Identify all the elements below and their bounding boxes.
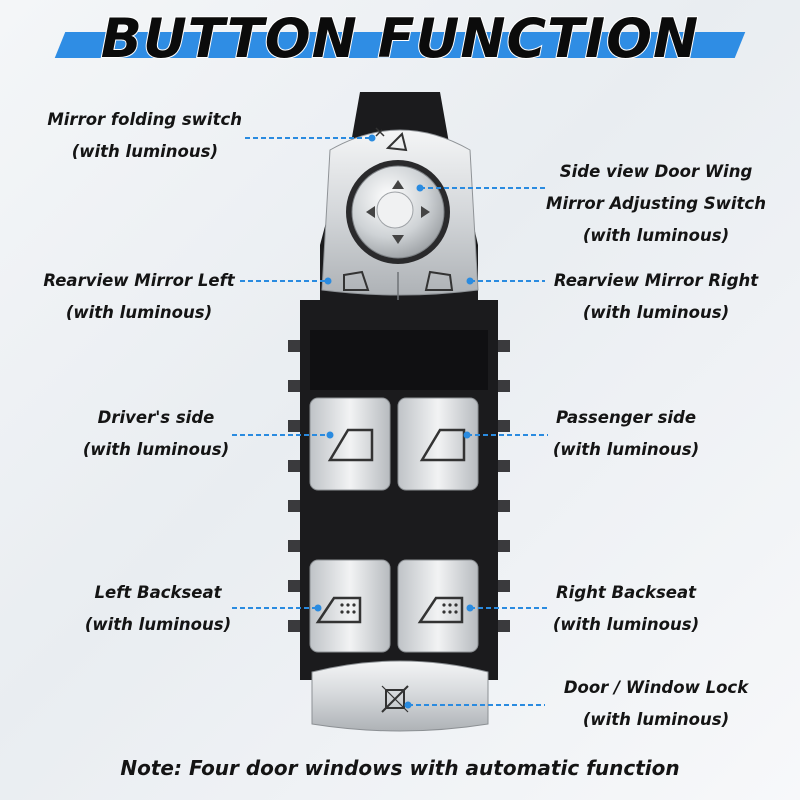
window-icon [315, 596, 362, 624]
label-mirror-folding: Mirror folding switch (with luminous) [20, 104, 242, 168]
footnote: Note: Four door windows with automatic f… [120, 756, 680, 780]
window-icon [419, 428, 466, 462]
label-line: Right Backseat [555, 583, 697, 602]
mirror-fold-icon[interactable] [375, 127, 408, 152]
label-mirror-right: Rearview Mirror Right (with luminous) [541, 265, 771, 329]
label-line: Rearview Mirror Left [43, 271, 235, 290]
mirror-left-icon[interactable] [343, 270, 370, 291]
window-icon [327, 428, 374, 462]
left-backseat-window-button[interactable] [309, 559, 391, 653]
label-right-backseat: Right Backseat (with luminous) [531, 577, 721, 641]
label-side-view: Side view Door Wing Mirror Adjusting Swi… [536, 156, 776, 252]
label-line: Driver's side [97, 408, 215, 427]
label-line: Passenger side [555, 408, 697, 427]
door-window-lock-button[interactable] [311, 660, 489, 732]
label-lock: Door / Window Lock (with luminous) [541, 672, 771, 736]
child-lock-icon [381, 685, 409, 713]
label-line: (with luminous) [582, 303, 730, 322]
label-line: Mirror Adjusting Switch [546, 194, 766, 213]
label-line: Left Backseat [94, 583, 222, 602]
label-mirror-left: Rearview Mirror Left (with luminous) [28, 265, 250, 329]
label-driver: Driver's side (with luminous) [56, 402, 256, 466]
label-line: Mirror folding switch [47, 110, 242, 129]
label-line: (with luminous) [65, 303, 213, 322]
label-line: Side view Door Wing [559, 162, 753, 181]
label-line: Rearview Mirror Right [553, 271, 759, 290]
label-line: (with luminous) [582, 710, 730, 729]
label-line: (with luminous) [552, 615, 700, 634]
right-backseat-window-button[interactable] [397, 559, 479, 653]
page-title: BUTTON FUNCTION [100, 7, 700, 71]
label-line: Door / Window Lock [563, 678, 749, 697]
label-left-backseat: Left Backseat (with luminous) [58, 577, 258, 641]
title-banner: BUTTON FUNCTION [54, 7, 746, 71]
label-line: (with luminous) [582, 226, 730, 245]
label-line: (with luminous) [82, 440, 230, 459]
mirror-right-icon[interactable] [424, 270, 454, 291]
direction-pad-icon[interactable] [346, 160, 450, 264]
label-passenger: Passenger side (with luminous) [526, 402, 726, 466]
passenger-window-button[interactable] [397, 397, 479, 491]
driver-window-button[interactable] [309, 397, 391, 491]
label-line: (with luminous) [71, 142, 218, 161]
label-line: (with luminous) [84, 615, 232, 634]
label-line: (with luminous) [552, 440, 700, 459]
window-icon [417, 596, 464, 624]
